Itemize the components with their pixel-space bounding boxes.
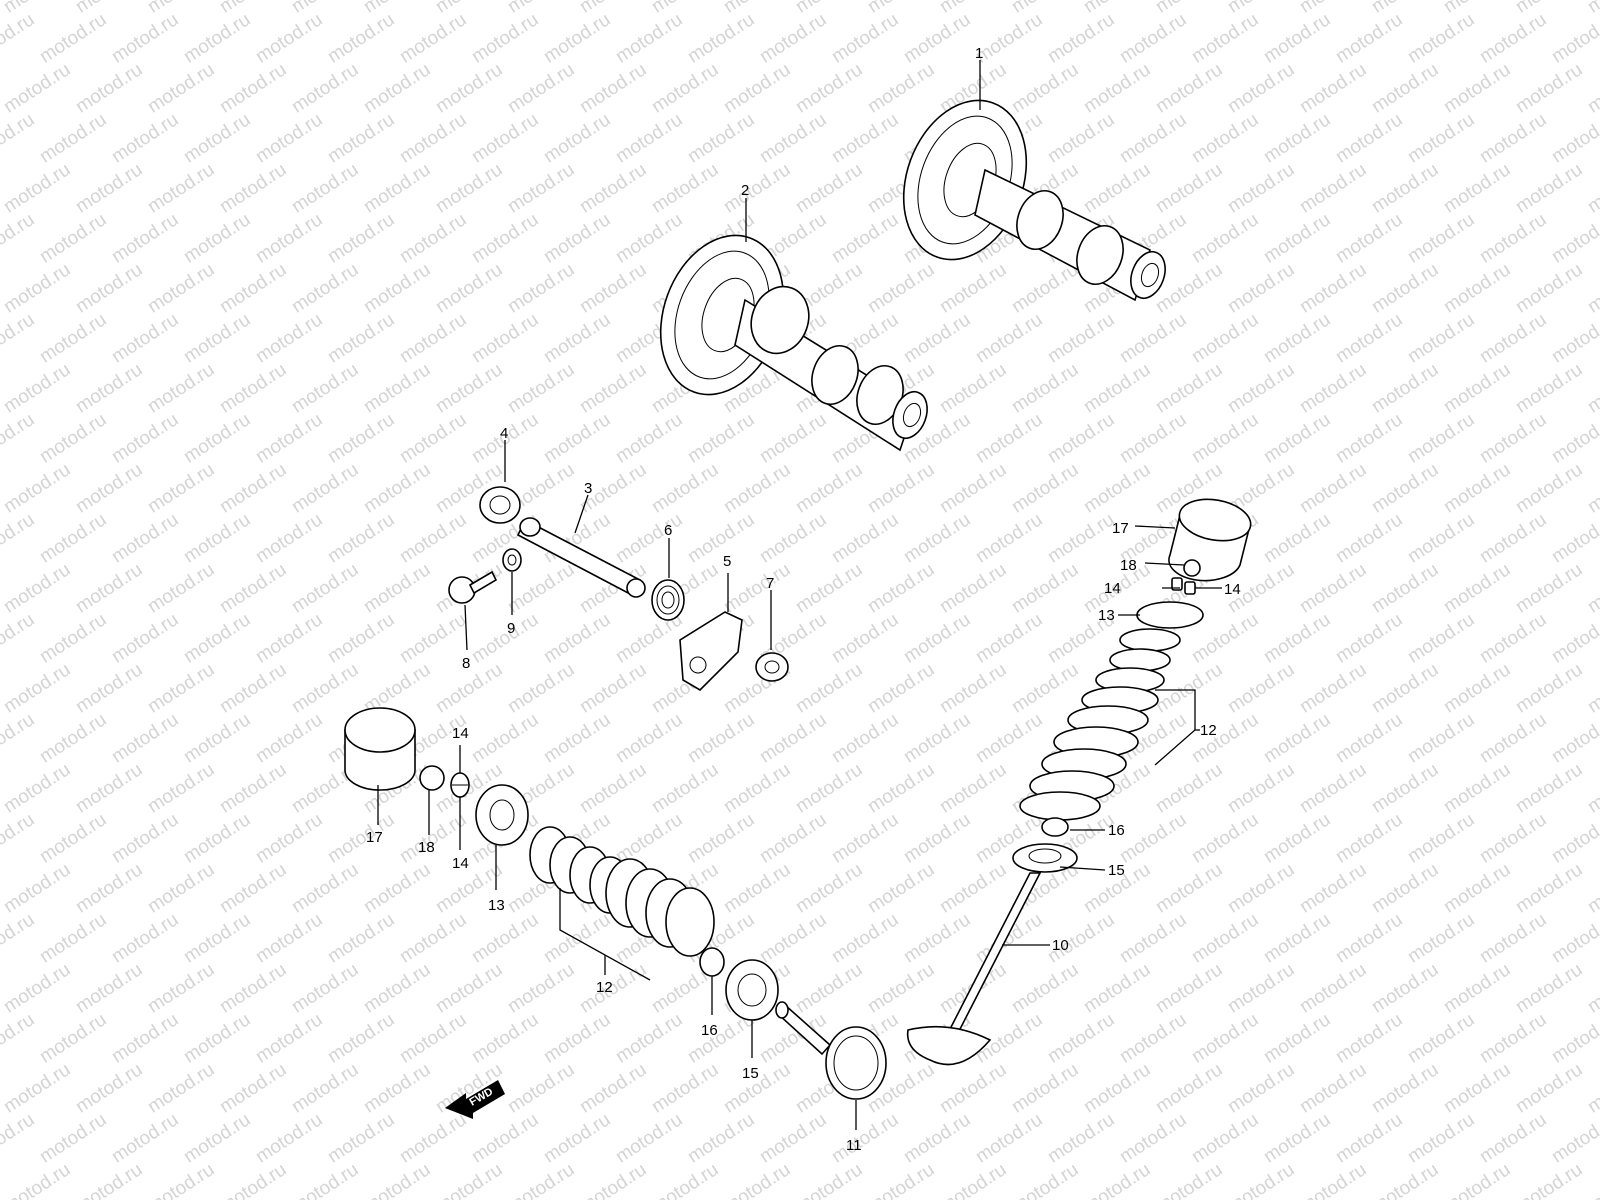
- part-12-springs-left: [529, 826, 715, 957]
- part-10-valve-right: [906, 872, 1042, 1066]
- callout-1: 1: [975, 45, 983, 62]
- callout-18-left: 18: [418, 839, 435, 856]
- callout-14-left-top: 14: [452, 725, 469, 742]
- part-3-shaft: [516, 517, 646, 598]
- fwd-arrow-icon: FWD: [445, 1080, 505, 1119]
- callout-15-right: 15: [1108, 862, 1125, 879]
- callout-17-right: 17: [1112, 520, 1129, 537]
- callout-3: 3: [584, 480, 592, 497]
- part-15-seat-left: [725, 959, 779, 1021]
- callout-11: 11: [846, 1137, 862, 1154]
- callout-2: 2: [741, 182, 749, 199]
- callout-10: 10: [1052, 937, 1069, 954]
- part-13-retainer-right: [1136, 601, 1204, 629]
- callout-6: 6: [664, 522, 672, 539]
- part-16-seal-right: [1041, 817, 1069, 837]
- callout-13-right: 13: [1098, 607, 1115, 624]
- leader-lines: [377, 60, 1222, 1130]
- part-4-bearing: [479, 486, 521, 524]
- callout-17-left: 17: [366, 829, 383, 846]
- callout-18-right: 18: [1120, 557, 1137, 574]
- part-1-camshaft: [902, 99, 1166, 302]
- part-17-tappet-left: [344, 707, 416, 791]
- part-16-seal-left: [699, 947, 725, 977]
- callout-12-left: 12: [596, 979, 613, 996]
- part-11-valve-left: [775, 1001, 887, 1100]
- part-2-camshaft: [659, 234, 928, 452]
- part-8-bolt: [448, 570, 498, 604]
- part-13-retainer-left: [475, 784, 529, 846]
- part-5-plate: [679, 611, 743, 692]
- part-7-nut: [755, 652, 789, 682]
- callout-16-left: 16: [701, 1022, 718, 1039]
- callout-14-left-bottom: 14: [452, 855, 469, 872]
- part-6-spring: [651, 579, 685, 621]
- part-12-springs-right: [1019, 628, 1181, 821]
- part-15-seat-right: [1012, 843, 1078, 873]
- callout-13-left: 13: [488, 897, 505, 914]
- part-17-tappet-right: [1168, 498, 1252, 582]
- callout-labels: 1 2 3 4 5 6 7 8 9 10 11 12 12 13 13 14 1…: [366, 45, 1241, 1154]
- callout-5: 5: [723, 553, 731, 570]
- part-9-washer: [502, 548, 522, 572]
- part-18-shim-right: [1183, 559, 1201, 577]
- callout-16-right: 16: [1108, 822, 1125, 839]
- callout-15-left: 15: [742, 1065, 759, 1082]
- callout-7: 7: [766, 575, 774, 592]
- part-14-cotters-right: [1171, 577, 1196, 595]
- callout-14-right-b: 14: [1224, 581, 1241, 598]
- callout-9: 9: [507, 620, 515, 637]
- callout-8: 8: [462, 655, 470, 672]
- part-18-shim-left: [419, 765, 445, 791]
- callout-12-right: 12: [1200, 722, 1217, 739]
- callout-4: 4: [500, 425, 508, 442]
- part-14-cotters-left: [450, 772, 470, 798]
- callout-14-right-a: 14: [1104, 580, 1121, 597]
